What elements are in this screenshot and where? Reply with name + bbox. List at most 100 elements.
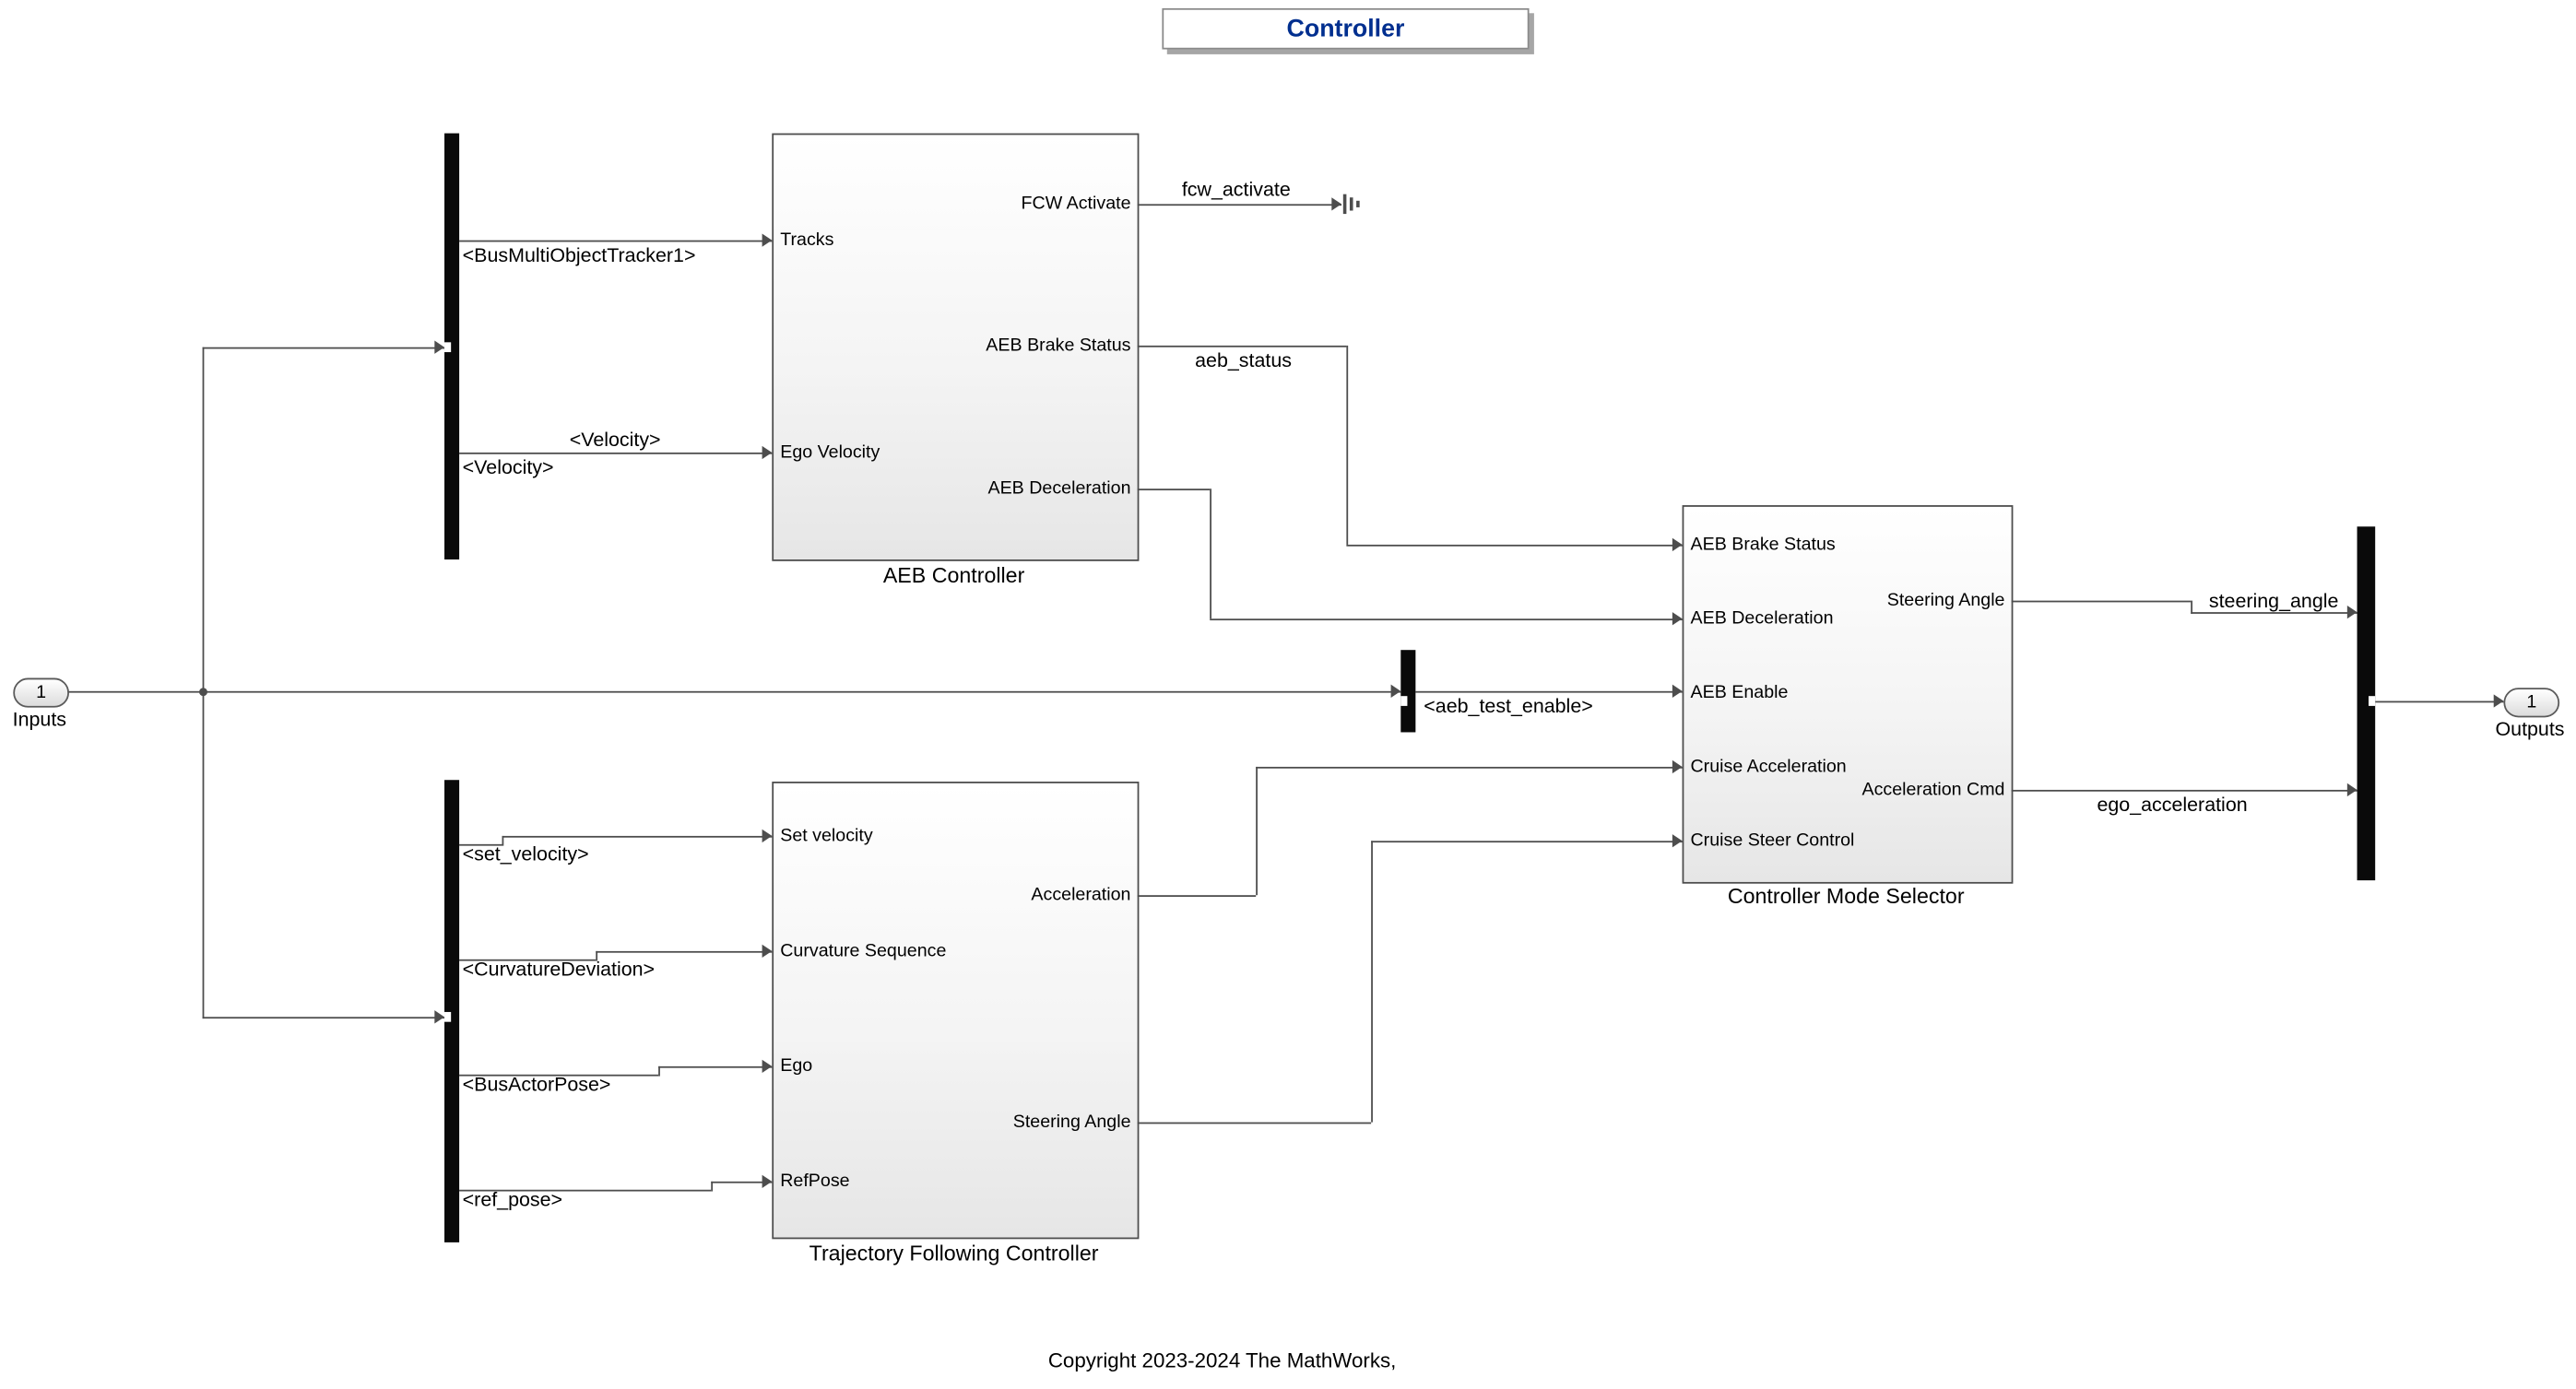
- port-label-curvature-sequence: Curvature Sequence: [780, 941, 947, 961]
- wire-branch-vertical[interactable]: [202, 347, 205, 1019]
- trajectory-following-controller-block[interactable]: Set velocity Curvature Sequence Ego RefP…: [772, 782, 1140, 1240]
- outport-block[interactable]: 1: [2503, 688, 2560, 718]
- wire-inputs-main[interactable]: [67, 690, 1401, 693]
- outport-number: 1: [2526, 692, 2537, 713]
- controller-annotation-box[interactable]: Controller: [1162, 7, 1530, 50]
- arrowhead: [434, 1010, 445, 1024]
- port-label-ego: Ego: [780, 1056, 813, 1077]
- wire-ego[interactable]: [658, 1065, 660, 1077]
- wire-steering-angle[interactable]: [2191, 612, 2357, 614]
- wire-aeb-status[interactable]: [1137, 345, 1347, 347]
- block-name-aeb-controller[interactable]: AEB Controller: [882, 562, 1025, 588]
- port-label-steering-angle-out: Steering Angle: [1886, 590, 2005, 611]
- wire-curvature[interactable]: [459, 959, 597, 961]
- arrowhead: [1390, 684, 1401, 698]
- arrowhead: [1672, 612, 1683, 626]
- wire-refpose[interactable]: [711, 1181, 773, 1183]
- bus-creator-outputs[interactable]: [2357, 526, 2376, 881]
- wire-aeb-status[interactable]: [1346, 544, 1683, 547]
- signal-label-velocity-lower[interactable]: <Velocity>: [462, 455, 554, 479]
- bus-connection-notch: [1400, 696, 1408, 706]
- signal-label-fcw-activate[interactable]: fcw_activate: [1181, 177, 1291, 201]
- wire-aeb-deceleration[interactable]: [1210, 618, 1683, 621]
- bus-connection-notch: [444, 342, 452, 353]
- wire-fcw-activate[interactable]: [1137, 204, 1342, 206]
- inport-label[interactable]: Inputs: [12, 707, 67, 731]
- port-label-aeb-brake-status-in: AEB Brake Status: [1690, 535, 1836, 555]
- wire-aeb-status[interactable]: [1346, 345, 1349, 545]
- wire-curvature[interactable]: [596, 950, 773, 953]
- wire-cruise-steer[interactable]: [1371, 841, 1373, 1123]
- outport-label[interactable]: Outputs: [2495, 717, 2565, 741]
- wire-refpose[interactable]: [459, 1189, 712, 1192]
- wire-cruise-acceleration[interactable]: [1256, 766, 1258, 896]
- wire-outputs[interactable]: [2375, 700, 2504, 703]
- port-label-aeb-enable-in: AEB Enable: [1690, 682, 1789, 703]
- signal-label-ref-pose[interactable]: <ref_pose>: [462, 1187, 563, 1211]
- arrowhead: [762, 445, 773, 460]
- wire-aeb-deceleration[interactable]: [1210, 489, 1211, 619]
- port-label-steering-angle: Steering Angle: [1012, 1112, 1131, 1133]
- block-name-trajectory-following-controller[interactable]: Trajectory Following Controller: [809, 1241, 1099, 1265]
- port-label-aeb-brake-status: AEB Brake Status: [986, 335, 1131, 356]
- terminator-icon[interactable]: [1341, 193, 1361, 216]
- wire-cruise-acceleration[interactable]: [1137, 895, 1257, 897]
- bus-selector-top[interactable]: [444, 133, 460, 560]
- arrowhead: [762, 829, 773, 843]
- wire-to-bus-selector-top[interactable]: [202, 347, 445, 349]
- wire-to-bus-selector-bottom[interactable]: [202, 1017, 445, 1019]
- wire-steering-angle[interactable]: [2009, 600, 2192, 603]
- wire-ego[interactable]: [658, 1065, 773, 1068]
- controller-mode-selector-block[interactable]: AEB Brake Status AEB Deceleration AEB En…: [1682, 505, 2014, 884]
- inport-number: 1: [36, 682, 47, 703]
- arrowhead: [434, 340, 445, 354]
- wire-curvature[interactable]: [596, 950, 598, 961]
- arrowhead: [1672, 537, 1683, 552]
- wire-tracks[interactable]: [459, 240, 773, 242]
- signal-label-set-velocity[interactable]: <set_velocity>: [462, 842, 589, 866]
- wire-cruise-steer[interactable]: [1371, 841, 1683, 843]
- wire-cruise-acceleration[interactable]: [1256, 766, 1683, 769]
- port-label-tracks: Tracks: [780, 230, 834, 251]
- port-label-acceleration: Acceleration: [1031, 885, 1131, 905]
- arrowhead: [1672, 759, 1683, 774]
- port-label-refpose: RefPose: [780, 1171, 850, 1192]
- arrowhead: [762, 1059, 773, 1074]
- signal-label-curvature-deviation[interactable]: <CurvatureDeviation>: [462, 958, 656, 982]
- wire-set-velocity[interactable]: [502, 835, 773, 838]
- wire-steering-angle[interactable]: [2191, 600, 2193, 614]
- signal-label-aeb-test-enable[interactable]: <aeb_test_enable>: [1424, 694, 1593, 718]
- bus-connection-notch: [444, 1011, 452, 1022]
- arrowhead: [1672, 834, 1683, 848]
- aeb-controller-block[interactable]: Tracks Ego Velocity FCW Activate AEB Bra…: [772, 133, 1140, 561]
- bus-connection-notch: [2369, 696, 2376, 706]
- signal-label-velocity-upper[interactable]: <Velocity>: [569, 428, 661, 452]
- port-label-acceleration-cmd-out: Acceleration Cmd: [1861, 780, 2005, 800]
- arrowhead: [2346, 783, 2357, 797]
- bus-selector-aeb-enable[interactable]: [1400, 650, 1416, 733]
- wire-ego[interactable]: [459, 1074, 659, 1077]
- arrowhead: [1331, 197, 1342, 211]
- signal-label-bus-multi-object-tracker1[interactable]: <BusMultiObjectTracker1>: [462, 243, 696, 267]
- wire-cruise-steer[interactable]: [1137, 1122, 1372, 1124]
- inport-block[interactable]: 1: [13, 677, 69, 708]
- port-label-cruise-acceleration-in: Cruise Acceleration: [1690, 757, 1847, 777]
- signal-label-ego-acceleration[interactable]: ego_acceleration: [2097, 793, 2248, 817]
- arrowhead: [2346, 605, 2357, 619]
- block-name-controller-mode-selector[interactable]: Controller Mode Selector: [1727, 883, 1965, 909]
- port-label-aeb-deceleration-in: AEB Deceleration: [1690, 608, 1834, 629]
- wire-set-velocity[interactable]: [459, 843, 502, 846]
- arrowhead: [762, 944, 773, 959]
- wire-ego-velocity[interactable]: [459, 452, 773, 454]
- arrowhead: [762, 1174, 773, 1188]
- wire-refpose[interactable]: [711, 1181, 714, 1192]
- signal-label-aeb-status[interactable]: aeb_status: [1195, 348, 1292, 372]
- signal-label-steering-angle[interactable]: steering_angle: [2208, 589, 2339, 613]
- wire-aeb-deceleration[interactable]: [1137, 489, 1211, 491]
- wire-ego-acceleration[interactable]: [2009, 789, 2357, 792]
- wire-set-velocity[interactable]: [502, 835, 504, 846]
- bus-selector-bottom[interactable]: [444, 780, 460, 1242]
- wire-aeb-enable[interactable]: [1415, 690, 1683, 693]
- signal-label-bus-actor-pose[interactable]: <BusActorPose>: [462, 1073, 611, 1097]
- port-label-cruise-steer-control-in: Cruise Steer Control: [1690, 830, 1855, 852]
